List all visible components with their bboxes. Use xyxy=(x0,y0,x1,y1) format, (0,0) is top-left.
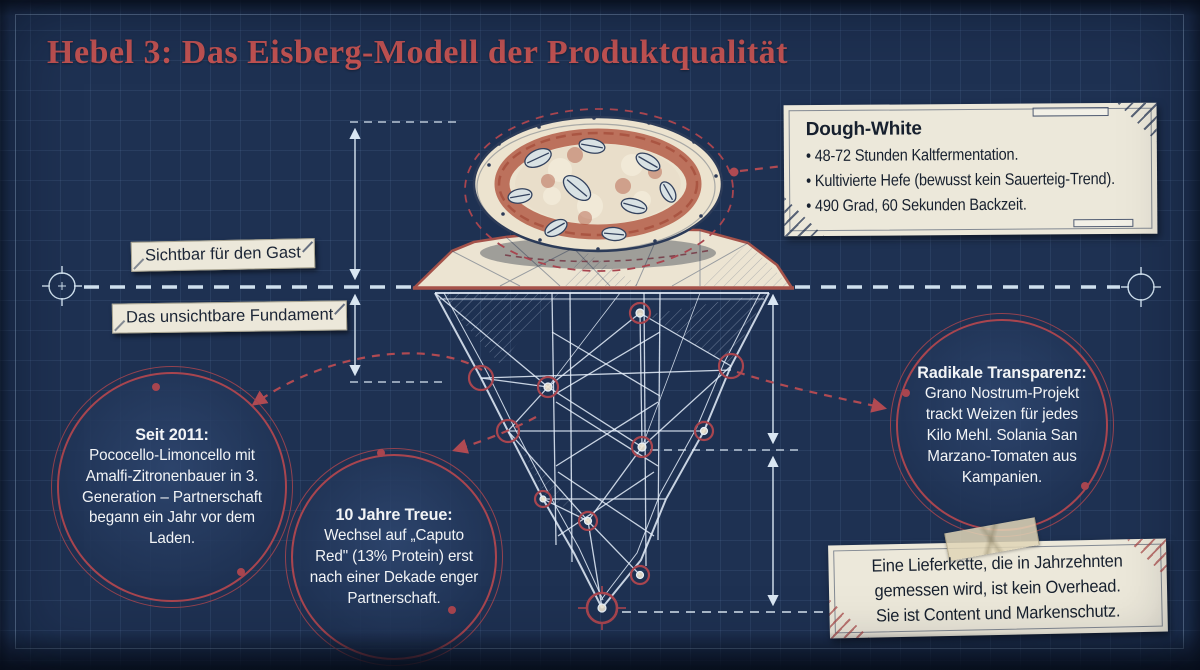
pizza-illustration xyxy=(464,108,734,272)
crosshair-icon xyxy=(1121,267,1161,307)
rim-dot-icon xyxy=(902,389,910,397)
bullet-item: • Kultivierte Hefe (bewusst kein Sauerte… xyxy=(806,170,1116,191)
blueprint-bar-icon xyxy=(1073,218,1134,228)
node-markers xyxy=(467,301,745,630)
bullet-item: • 490 Grad, 60 Sekunden Backzeit. xyxy=(806,195,1027,216)
corner-hatch-icon xyxy=(829,590,878,639)
circle-radikale-transparenz: Radikale Transparenz: Grano Nostrum-Proj… xyxy=(890,313,1114,537)
rim-dot-icon xyxy=(1081,482,1089,490)
circle-10-jahre-treue: 10 Jahre Treue: Wechsel auf „Caputo Red"… xyxy=(285,448,503,666)
rim-dot-icon xyxy=(448,606,456,614)
connector-dot xyxy=(729,167,739,177)
circle-seit-2011: Seit 2011: Pococello-Limoncello mit Amal… xyxy=(51,366,293,608)
corner-hatch-icon xyxy=(1118,538,1167,587)
label-visible-for-guest: Sichtbar für den Gast xyxy=(130,238,316,272)
page-title: Hebel 3: Das Eisberg-Modell der Produktq… xyxy=(47,34,788,71)
circle-heading: 10 Jahre Treue: xyxy=(335,505,453,525)
crosshair-icon xyxy=(42,266,82,306)
circle-heading: Seit 2011: xyxy=(135,424,209,444)
dough-card-bullets: • 48-72 Stunden Kaltfermentation. • Kult… xyxy=(806,142,1145,220)
dough-card-title: Dough-White xyxy=(805,118,922,141)
circle-text: Grano Nostrum-Projekt trackt Weizen für … xyxy=(924,385,1080,486)
circle-text: Wechsel auf „Caputo Red" (13% Protein) e… xyxy=(309,527,479,607)
label-invisible-foundation: Das unsichtbare Fundament xyxy=(111,300,348,334)
note-line: Sie ist Content und Markenschutz. xyxy=(876,600,1121,626)
circle-heading: Radikale Transparenz: xyxy=(917,362,1087,382)
rim-dot-icon xyxy=(237,568,245,576)
note-text: Eine Lieferkette, die in Jahrzehnten gem… xyxy=(872,549,1125,629)
rim-dot-icon xyxy=(152,383,160,391)
bullet-item: • 48-72 Stunden Kaltfermentation. xyxy=(805,145,1019,166)
dough-white-card: Dough-White • 48-72 Stunden Kaltfermenta… xyxy=(783,102,1158,237)
supply-chain-note-card: Eine Lieferkette, die in Jahrzehnten gem… xyxy=(828,517,1168,639)
circle-text: Pococello-Limoncello mit Amalfi-Zitronen… xyxy=(81,447,263,548)
rim-dot-icon xyxy=(377,449,385,457)
blueprint-bar-icon xyxy=(1032,107,1109,117)
